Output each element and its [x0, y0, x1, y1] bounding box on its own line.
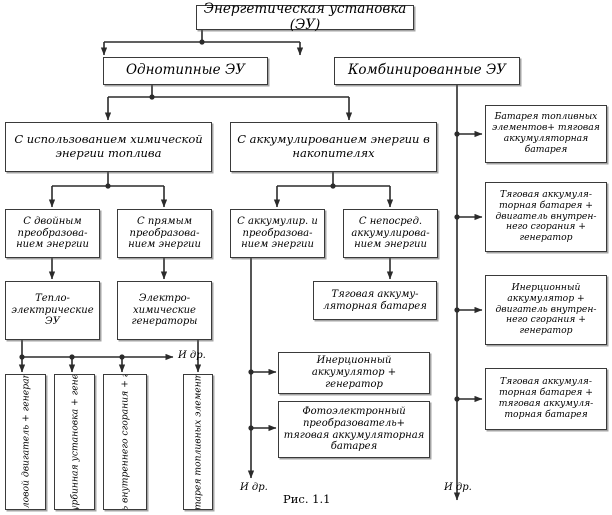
level5-box-traction-battery: Тяговая аккуму­ляторная батарея: [313, 281, 437, 320]
etc-label-0: И др.: [178, 350, 206, 361]
vertical-label-1: Газотурбинная уста­новка + генератор: [68, 374, 80, 510]
accumulator-box-inertial: Инерционный аккумулятор + генератор: [278, 352, 430, 394]
combined-box-2: Инерционный аккумулятор + двигатель внут…: [485, 275, 607, 345]
vertical-box-fuel-cell-battery: Батарея топливных элементов: [183, 374, 213, 510]
level2-box-kombinirovannye: Комбинированные ЭУ: [334, 57, 520, 85]
combined-label-2: Инерционный аккумулятор + двигатель внут…: [495, 281, 597, 337]
level5-box-electrochemical: Электро­химические генераторы: [117, 281, 212, 340]
level4-box-direct-accumulation: С непосред. аккумулирова­нием энергии: [343, 209, 438, 258]
combined-label-0: Батарея топливных элементов+ тяговая акк…: [492, 111, 600, 155]
level5-label-1: Электро­химические генераторы: [131, 292, 198, 328]
combined-box-0: Батарея топливных элементов+ тяговая акк…: [485, 105, 607, 163]
accumulator-label-1: Фотоэлектронный преобразователь+ тяговая…: [283, 405, 425, 453]
vertical-box-ice-generator: Двигатель внутрен­него сгорания + генера…: [103, 374, 147, 510]
combined-box-3: Тяговая аккумуля­торная батарея + тягова…: [485, 368, 607, 430]
level2-label-1: Комбинированные ЭУ: [347, 62, 507, 79]
level3-label-1: С аккумулированием энергии в накопителях: [237, 132, 430, 160]
level3-box-accumulation: С аккумулированием энергии в накопителях: [230, 122, 437, 172]
vertical-label-2: Двигатель внутрен­него сгорания + генера…: [119, 374, 131, 510]
level4-box-double-conversion: С двойным преобразова­нием энергии: [5, 209, 100, 258]
level4-box-accum-and-conversion: С аккумулир. и преобразова­нием энергии: [230, 209, 325, 258]
root-box: Энергетическая установка (ЭУ): [196, 1, 414, 32]
accumulator-box-photoelectric: Фотоэлектронный преобразователь+ тяговая…: [278, 401, 430, 458]
figure-caption: Рис. 1.1: [283, 492, 331, 506]
level5-label-0: Тепло­электрические ЭУ: [11, 292, 94, 328]
accumulator-label-0: Инерционный аккумулятор + генератор: [311, 355, 397, 390]
level4-label-3: С непосред. аккумулирова­нием энергии: [351, 215, 430, 251]
vertical-box-gas-turbine: Газотурбинная уста­новка + генератор: [54, 374, 95, 510]
level4-label-2: С аккумулир. и преобразова­нием энергии: [237, 215, 318, 251]
level4-box-direct-conversion: С прямым преобразова­нием энергии: [117, 209, 212, 258]
level2-label-0: Однотипные ЭУ: [125, 62, 246, 79]
etc-label-2: И др.: [444, 482, 472, 493]
level4-label-0: С двойным преобразова­нием энергии: [16, 215, 89, 251]
combined-label-1: Тяговая аккумуля­торная батарея + двигат…: [495, 188, 597, 244]
combined-box-1: Тяговая аккумуля­торная батарея + двигат…: [485, 182, 607, 252]
level4-label-1: С прямым преобразова­нием энергии: [128, 215, 201, 251]
level3-box-chemical: С использованием химической энергии топл…: [5, 122, 212, 172]
level2-box-odnotipnye: Однотипные ЭУ: [103, 57, 268, 85]
vertical-label-3: Батарея топливных элементов: [192, 374, 204, 510]
etc-label-1: И др.: [240, 482, 268, 493]
vertical-box-heat-engine: Тепловой двигатель + генератор: [5, 374, 46, 510]
root-label: Энергетическая установка (ЭУ): [203, 0, 407, 33]
level5-label-2: Тяговая аккуму­ляторная батарея: [323, 288, 427, 312]
vertical-label-0: Тепловой двигатель + генератор: [19, 374, 31, 510]
level5-box-thermoelectric: Тепло­электрические ЭУ: [5, 281, 100, 340]
level3-label-0: С использованием химической энергии топл…: [14, 132, 203, 160]
combined-label-3: Тяговая аккумуля­торная батарея + тягова…: [498, 376, 594, 420]
